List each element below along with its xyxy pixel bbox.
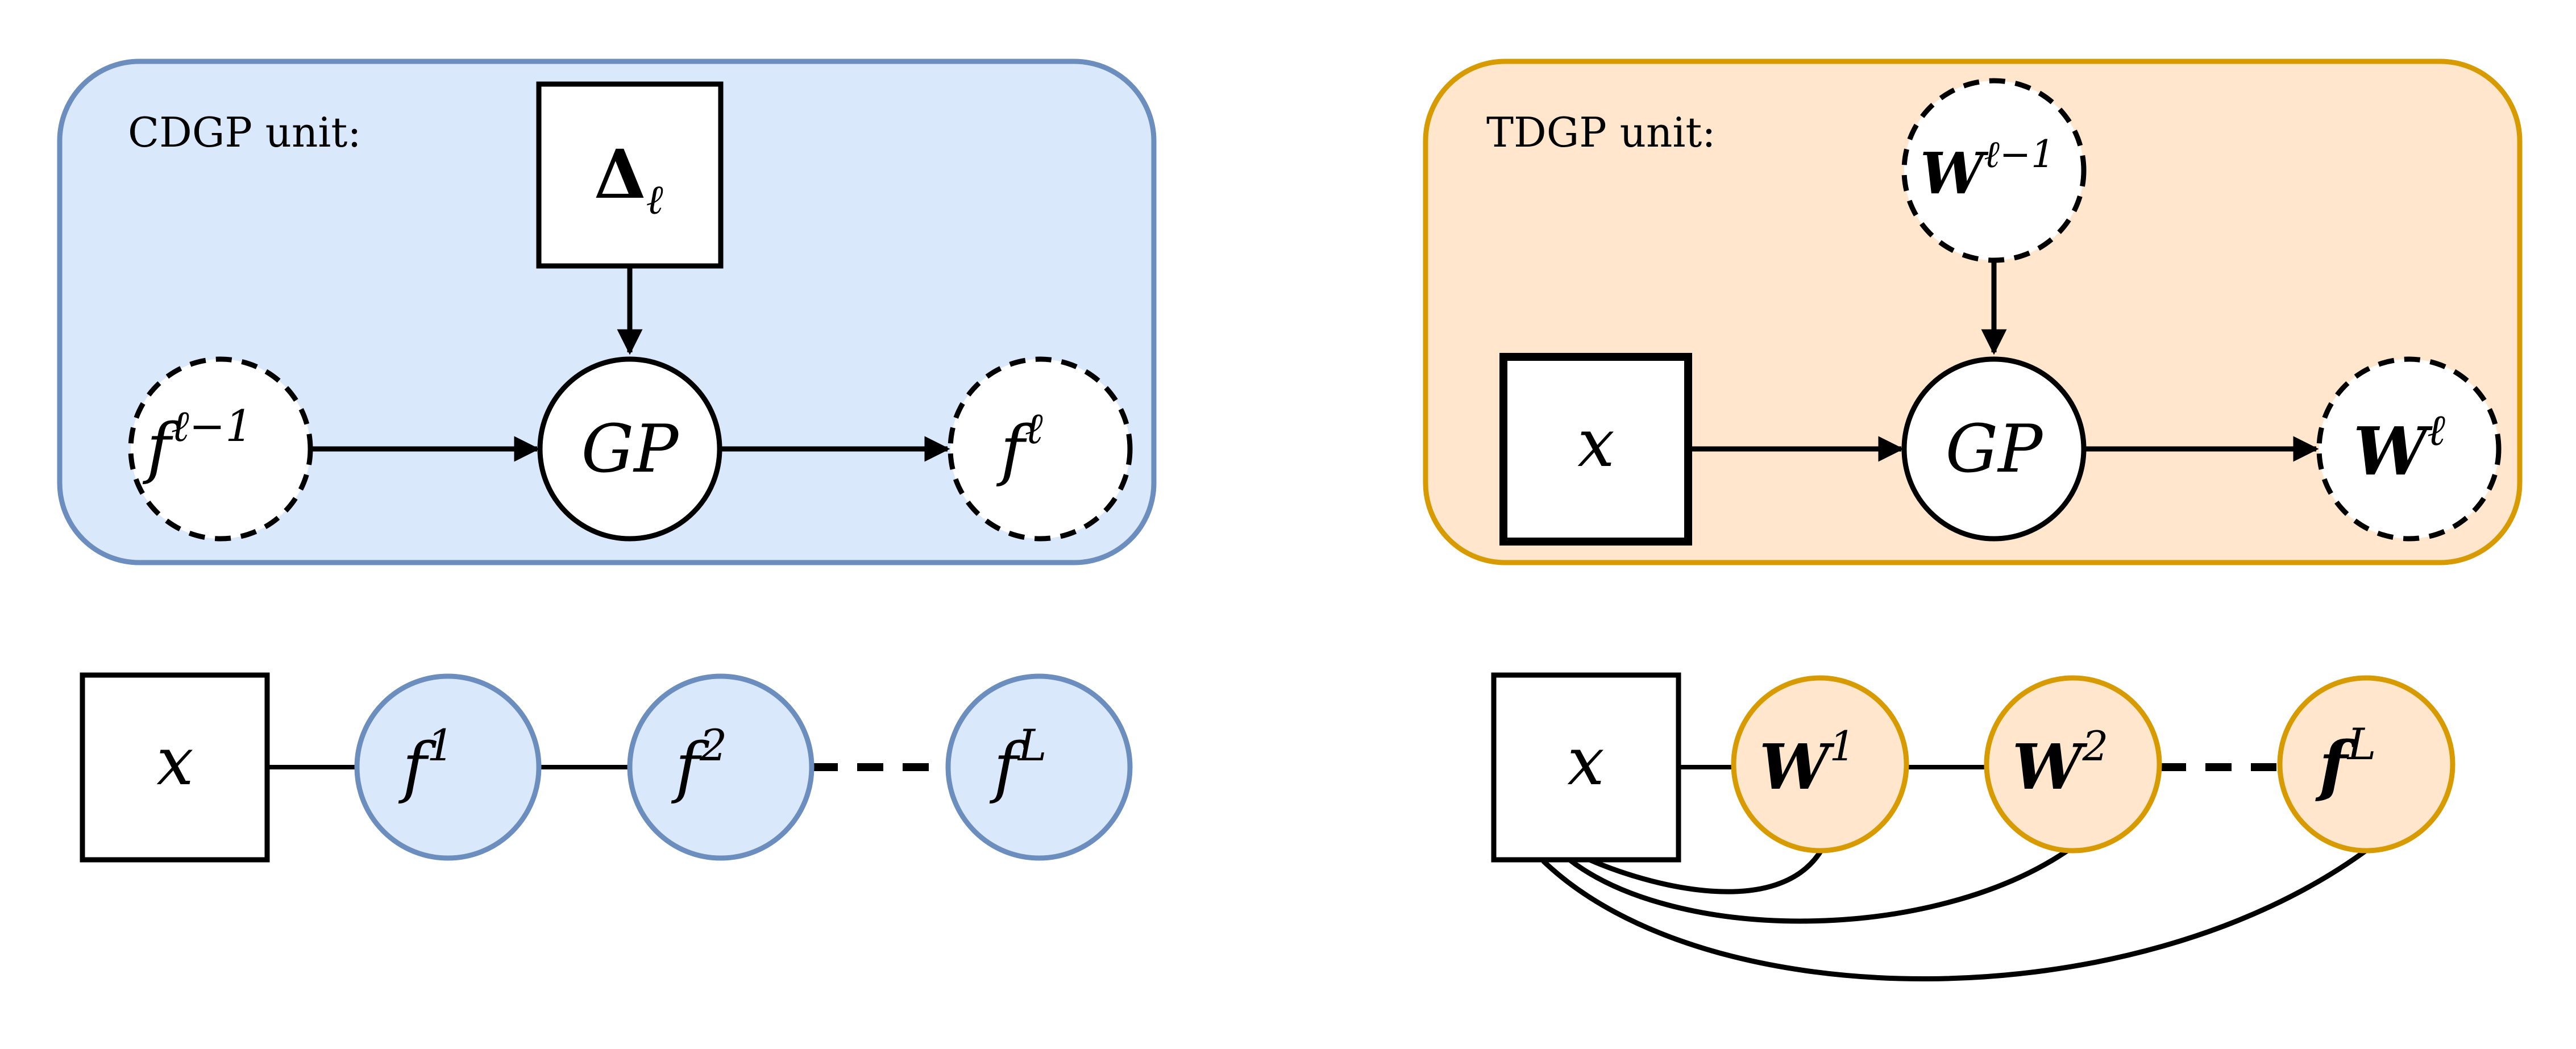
cdgp-input-label: fℓ−1 — [142, 401, 253, 486]
tdgp-chain-skip-x-fL — [1541, 847, 2369, 981]
cdgp-chain-x-box — [80, 672, 270, 863]
tdgp-chain-node-L — [2277, 675, 2455, 854]
tdgp-output-label: Wℓ — [2353, 405, 2445, 490]
cdgp-delta-sub: ℓ — [646, 176, 663, 223]
tdgp-output-node — [2316, 356, 2502, 542]
tdgp-chain-node-1-sup: 1 — [1830, 722, 1856, 770]
tdgp-chain-node-1-base: W — [1759, 730, 1835, 804]
cdgp-output-sup: ℓ — [1025, 403, 1043, 453]
tdgp-chain-skip-x-w1 — [1585, 848, 1824, 894]
tdgp-wprev-label: Wℓ−1 — [1920, 132, 2055, 207]
tdgp-wprev-base: W — [1920, 140, 1989, 207]
cdgp-delta-base: Δ — [594, 135, 646, 214]
cdgp-unit-title: CDGP unit: — [128, 109, 362, 156]
cdgp-chain-node-2 — [627, 673, 815, 861]
tdgp-unit-panel — [1423, 59, 2523, 565]
tdgp-chain-node-L-sup: L — [2346, 719, 2376, 769]
cdgp-chain-node-2-label: f2 — [671, 720, 727, 806]
tdgp-gp-label: GP — [1946, 411, 2044, 488]
cdgp-chain-node-L-sup: L — [1017, 720, 1046, 771]
cdgp-chain-node-1-sup: 1 — [427, 720, 454, 771]
tdgp-x-label: x — [1577, 405, 1614, 482]
tdgp-chain-node-2-sup: 2 — [2082, 722, 2109, 770]
tdgp-output-sup: ℓ — [2427, 405, 2445, 455]
tdgp-chain: x W1 W2 fL — [1491, 672, 2455, 981]
tdgp-unit-title: TDGP unit: — [1486, 109, 1716, 156]
tdgp-chain-skip-x-w2 — [1567, 847, 2071, 924]
cdgp-delta-box — [536, 81, 724, 269]
cdgp-chain-node-1 — [354, 673, 542, 861]
cdgp-input-sup: ℓ−1 — [171, 401, 253, 451]
cdgp-output-node — [948, 356, 1133, 542]
cdgp-gp-label: GP — [581, 411, 680, 488]
tdgp-chain-node-2 — [1984, 675, 2162, 854]
tdgp-x-box — [1499, 353, 1692, 546]
cdgp-delta-label: Δℓ — [594, 135, 663, 223]
tdgp-chain-x-box — [1491, 672, 1681, 863]
cdgp-unit: CDGP unit: Δℓ fℓ−1 GP fℓ — [57, 59, 1157, 565]
cdgp-chain-node-1-label: f1 — [398, 720, 454, 806]
tdgp-chain-node-2-label: W2 — [2012, 722, 2108, 804]
tdgp-chain-node-2-base: W — [2012, 730, 2088, 804]
cdgp-unit-panel — [57, 59, 1157, 565]
tdgp-output-base: W — [2353, 413, 2433, 490]
cdgp-chain-node-2-sup: 2 — [699, 720, 727, 771]
tdgp-chain-node-1-label: W1 — [1759, 722, 1855, 804]
cdgp-chain: x f1 f2 fL — [80, 672, 1133, 863]
tdgp-wprev-sup: ℓ−1 — [1984, 132, 2055, 176]
tdgp-unit: TDGP unit: Wℓ−1 x GP Wℓ — [1423, 59, 2523, 565]
cdgp-chain-x-label: x — [156, 723, 193, 800]
tdgp-chain-x-label: x — [1567, 723, 1604, 800]
tdgp-chain-node-1 — [1731, 675, 1909, 854]
cdgp-chain-node-L — [945, 673, 1133, 861]
cdgp-chain-node-L-label: fL — [989, 720, 1046, 806]
